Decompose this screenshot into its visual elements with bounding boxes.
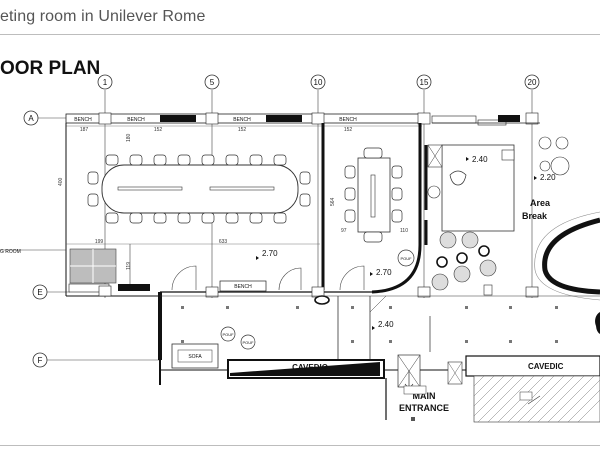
dimension-180: 180	[126, 133, 132, 142]
dimension-119: 119	[126, 262, 132, 270]
sofa: SOFA	[171, 343, 219, 369]
small-room-left: G ROOM 199 633	[0, 239, 320, 284]
area-break-label-1: Area	[530, 198, 551, 208]
height-270a: 2.70	[262, 249, 278, 258]
dimension-97: 97	[341, 228, 347, 234]
break-area: 2.40 2.20 Area Break	[427, 136, 600, 301]
bench-bottom: BENCH	[219, 280, 267, 292]
cavedio-label-left: CAVEDIO	[292, 363, 328, 372]
conference-table	[87, 154, 311, 224]
poufs-corridor: POUF POUF	[220, 326, 256, 350]
entrance-label-2: ENTRANCE	[399, 403, 449, 413]
door-swings	[171, 265, 365, 291]
height-240a: 2.40	[472, 155, 488, 164]
height-240b: 2.40	[378, 320, 394, 329]
grid-label-A: A	[28, 114, 34, 123]
grid-marker-20	[524, 74, 540, 90]
walls	[65, 123, 600, 385]
black-bench-left	[118, 284, 150, 291]
entrance-label-1: MAIN	[413, 391, 436, 401]
pouf-meeting-room: POUF	[397, 249, 415, 267]
dimension-152c: 152	[344, 127, 353, 133]
cavedio-label-right: CAVEDIC	[528, 362, 564, 371]
dimension-564: 564	[330, 197, 336, 206]
bench-label-bottom: BENCH	[234, 284, 252, 290]
grid-label-10: 10	[314, 78, 323, 87]
bench-label-1: BENCH	[74, 117, 92, 123]
dimension-152a: 152	[154, 127, 163, 133]
grid-row-markers: A E F	[23, 110, 48, 368]
corridor: 2.40	[160, 295, 600, 360]
column-oval	[314, 295, 330, 305]
height-marker-meeting: 2.70	[256, 249, 278, 260]
top-wall	[65, 112, 540, 126]
dimension-152b: 152	[238, 127, 247, 133]
bench-labels-top: BENCH BENCH BENCH BENCH	[74, 117, 357, 123]
dimension-633: 633	[219, 239, 228, 245]
area-break-label-2: Break	[522, 211, 548, 221]
grid-label-5: 5	[210, 78, 215, 87]
room-label-left: G ROOM	[0, 249, 21, 255]
dimension-400: 400	[58, 177, 64, 186]
bench-label-3: BENCH	[233, 117, 251, 123]
cavedio-right: CAVEDIC	[465, 355, 600, 377]
dimension-110: 110	[400, 228, 408, 234]
plan-title: OOR PLAN	[0, 58, 101, 79]
grid-marker-10	[310, 74, 326, 90]
bench-label-2: BENCH	[127, 117, 145, 123]
sofa-label: SOFA	[188, 354, 202, 360]
pouf-label-1: POUF	[400, 256, 412, 261]
small-meeting-table: 97 110	[341, 147, 408, 243]
height-marker-small: 2.70	[370, 268, 392, 277]
grid-marker-F	[32, 352, 48, 368]
grid-label-F: F	[38, 356, 43, 365]
cavedio-left: CAVEDIO	[227, 359, 385, 379]
grid-label-1: 1	[103, 78, 108, 87]
page-header-title: eting room in Unilever Rome	[0, 8, 206, 25]
grid-label-20: 20	[528, 78, 537, 87]
pouf-label-3: POUF	[242, 340, 254, 345]
vertical-dimensions: 180 400 564 119	[58, 133, 336, 270]
grid-label-15: 15	[420, 78, 429, 87]
dimension-187: 187	[80, 127, 89, 133]
header-divider	[0, 34, 600, 35]
height-270b: 2.70	[376, 268, 392, 277]
grid-marker-15	[416, 74, 432, 90]
footer-divider	[0, 445, 600, 446]
grid-label-E: E	[37, 288, 42, 297]
grid-marker-A	[23, 110, 39, 126]
bench-label-4: BENCH	[339, 117, 357, 123]
stairs-hatch	[403, 361, 600, 423]
top-dimensions: 187 152 152 152	[66, 125, 422, 133]
column-squares	[98, 285, 539, 298]
pouf-label-2: POUF	[222, 332, 234, 337]
height-220: 2.20	[540, 173, 556, 182]
dimension-199: 199	[95, 239, 104, 245]
grid-marker-5	[204, 74, 220, 90]
grid-marker-1	[97, 74, 113, 90]
grid-marker-E	[32, 284, 48, 300]
grid-column-markers: 1 5 10 15 20	[97, 74, 540, 90]
